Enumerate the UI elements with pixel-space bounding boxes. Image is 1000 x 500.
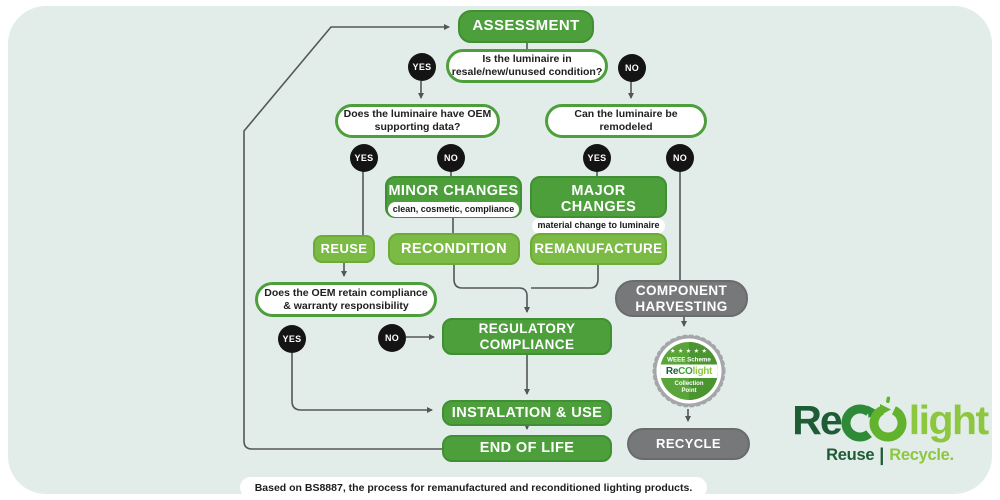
node-recondition: RECONDITION: [388, 233, 520, 265]
recolight-wordmark: Re light: [790, 396, 990, 444]
badge-logo-band: [660, 364, 718, 378]
major-changes-title: MAJOR CHANGES: [560, 183, 637, 216]
major-changes-subtitle: material change to luminaire: [532, 218, 665, 234]
node-remanufacture: REMANUFACTURE: [530, 233, 667, 265]
tagline-reuse: Reuse: [826, 446, 875, 464]
no-badge-remodel: NO: [666, 144, 694, 172]
node-regulatory-compliance: REGULATORY COMPLIANCE: [442, 318, 612, 355]
badge-recolight-logo: ReCOlight: [666, 366, 713, 377]
yes-badge-condition: YES: [408, 53, 436, 81]
badge-collection-label: Collection: [674, 381, 703, 387]
badge-stars: ★ ★ ★ ★ ★: [671, 349, 708, 355]
yes-badge-oem-data: YES: [350, 144, 378, 172]
weee-collection-badge: ★ ★ ★ ★ ★ WEEE Scheme ReCOlight Collecti…: [652, 334, 726, 408]
decision-oem-supporting-data: Does the luminaire have OEM supporting d…: [335, 104, 500, 138]
node-installation-use: INSTALATION & USE: [442, 400, 612, 426]
recolight-logo: Re light Reuse | Recycle.: [790, 396, 990, 466]
badge-logo-light: light: [692, 366, 713, 377]
tagline-recycle: Recycle.: [889, 446, 954, 464]
logo-light-text: light: [908, 396, 990, 443]
logo-re-text: Re: [792, 396, 842, 443]
tagline-divider: |: [879, 445, 885, 465]
node-reuse: REUSE: [313, 235, 375, 263]
node-minor-changes: MINOR CHANGES clean, cosmetic, complianc…: [385, 176, 522, 218]
node-major-changes: MAJOR CHANGES material change to luminai…: [530, 176, 667, 234]
decision-can-be-remodeled: Can the luminaire be remodeled: [545, 104, 707, 138]
badge-scallop-ring: [652, 334, 726, 408]
decision-resale-condition: Is the luminaire in resale/new/unused co…: [446, 49, 608, 83]
minor-changes-title: MINOR CHANGES: [388, 183, 519, 199]
node-end-of-life: END OF LIFE: [442, 435, 612, 462]
no-badge-condition: NO: [618, 54, 646, 82]
no-badge-oem-retain: NO: [378, 324, 406, 352]
recolight-tagline: Reuse | Recycle.: [790, 445, 990, 466]
minor-changes-subtitle: clean, cosmetic, compliance: [387, 202, 520, 218]
badge-logo-re: Re: [666, 366, 679, 377]
yes-badge-remodel: YES: [583, 144, 611, 172]
node-assessment: ASSESSMENT: [458, 10, 594, 43]
yes-badge-oem-retain: YES: [278, 325, 306, 353]
logo-co-recycle-icon: [841, 396, 907, 442]
decision-oem-retain-compliance: Does the OEM retain compliance & warrant…: [255, 282, 437, 317]
node-component-harvesting: COMPONENT HARVESTING: [615, 280, 748, 317]
no-badge-oem-data: NO: [437, 144, 465, 172]
footer-note: Based on BS8887, the process for remanuf…: [240, 477, 707, 498]
badge-logo-co: CO: [678, 366, 693, 377]
badge-scheme-label: WEEE Scheme: [667, 357, 711, 364]
node-recycle: RECYCLE: [627, 428, 750, 460]
badge-point-label: Point: [682, 388, 697, 394]
